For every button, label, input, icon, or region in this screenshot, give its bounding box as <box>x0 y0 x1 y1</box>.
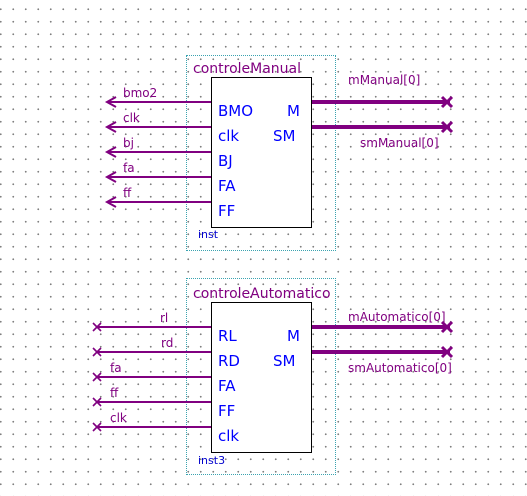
input-wire[interactable] <box>108 201 211 203</box>
port-clk: clk <box>218 127 240 145</box>
input-arrow-icon <box>104 121 117 133</box>
output-x-icon <box>440 120 454 134</box>
port-rd: RD <box>218 352 240 370</box>
output-bus[interactable] <box>312 100 450 104</box>
port-ff: FF <box>218 402 236 420</box>
input-wire[interactable] <box>97 426 211 428</box>
input-x-icon <box>92 397 102 407</box>
output-bus[interactable] <box>312 125 450 129</box>
port-sm: SM <box>273 352 296 370</box>
signal-name: bmo2 <box>123 86 158 100</box>
port-m: M <box>287 102 300 120</box>
input-wire[interactable] <box>108 151 211 153</box>
signal-name: rl <box>160 311 169 325</box>
port-bj: BJ <box>218 152 233 170</box>
block-title: controleAutomatico <box>193 286 331 302</box>
signal-name: smAutomatico[0] <box>348 361 452 375</box>
signal-name: fa <box>123 161 135 175</box>
block-title: controleManual <box>193 61 302 77</box>
input-arrow-icon <box>104 146 117 158</box>
input-wire[interactable] <box>97 326 211 328</box>
input-wire[interactable] <box>108 176 211 178</box>
signal-name: ff <box>110 386 119 400</box>
input-x-icon <box>92 347 102 357</box>
controleAutomatico-symbol[interactable] <box>211 302 312 453</box>
output-bus[interactable] <box>312 325 450 329</box>
input-x-icon <box>92 322 102 332</box>
signal-name: rd <box>161 336 174 350</box>
signal-name: mManual[0] <box>348 73 421 87</box>
port-rl: RL <box>218 327 237 345</box>
port-m: M <box>287 327 300 345</box>
instance-name: inst <box>198 228 219 241</box>
input-wire[interactable] <box>97 376 211 378</box>
port-clk: clk <box>218 427 240 445</box>
signal-name: bj <box>123 136 134 150</box>
port-sm: SM <box>273 127 296 145</box>
input-wire[interactable] <box>97 351 211 353</box>
input-arrow-icon <box>104 196 117 208</box>
controleManual-symbol[interactable] <box>211 77 312 228</box>
input-arrow-icon <box>104 171 117 183</box>
controleManual-outline <box>186 55 336 251</box>
signal-name: ff <box>123 186 132 200</box>
signal-name: smManual[0] <box>360 136 439 150</box>
signal-name: fa <box>110 361 122 375</box>
input-wire[interactable] <box>108 126 211 128</box>
port-ff: FF <box>218 202 236 220</box>
input-wire[interactable] <box>97 401 211 403</box>
instance-name: inst3 <box>198 454 226 467</box>
signal-name: mAutomatico[0] <box>348 310 446 324</box>
port-bmo: BMO <box>218 102 254 120</box>
output-x-icon <box>440 345 454 359</box>
input-wire[interactable] <box>108 101 211 103</box>
signal-name: clk <box>123 111 140 125</box>
input-x-icon <box>92 372 102 382</box>
input-arrow-icon <box>104 96 117 108</box>
port-fa: FA <box>218 377 236 395</box>
signal-name: clk <box>110 411 127 425</box>
output-x-icon <box>440 320 454 334</box>
port-fa: FA <box>218 177 236 195</box>
output-x-icon <box>440 95 454 109</box>
output-bus[interactable] <box>312 350 450 354</box>
input-x-icon <box>92 422 102 432</box>
